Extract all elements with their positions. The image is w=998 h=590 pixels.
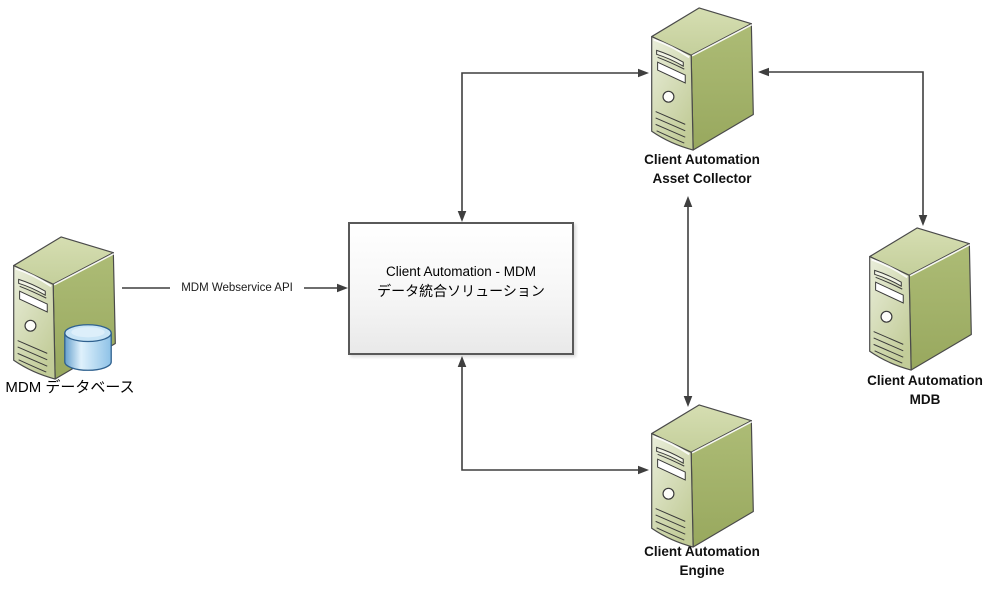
connector-line — [461, 72, 639, 212]
node-label-asset-collector: Client Automation Asset Collector — [612, 151, 792, 188]
label-line: MDB — [909, 391, 941, 407]
node-integration-solution: Client Automation - MDM データ統合ソリューション — [348, 222, 574, 355]
node-label-mdm-database: MDM データベース — [0, 378, 140, 398]
label-line: Client Automation — [644, 544, 760, 559]
arrowhead-down — [683, 396, 693, 407]
label-line: Engine — [679, 562, 725, 578]
arrowhead-down — [918, 215, 928, 226]
node-label-engine: Client Automation Engine — [612, 543, 792, 580]
connector-line — [768, 71, 924, 216]
connector-solution-engine — [457, 356, 649, 475]
arrowhead-right — [337, 283, 348, 293]
connector-line — [461, 366, 639, 471]
solution-title-line1: Client Automation - MDM — [385, 263, 537, 279]
solution-title-line2: データ統合ソリューション — [377, 282, 545, 299]
arrowhead-up — [683, 196, 693, 207]
connector-asset-collector-mdb — [758, 67, 928, 226]
arrowhead-right — [638, 465, 649, 475]
arrowhead-right — [638, 68, 649, 78]
server-icon-mdb — [866, 225, 976, 371]
connector-asset-collector-engine — [683, 196, 693, 407]
edge-label-mdm-webservice-api: MDM Webservice API — [170, 281, 304, 296]
label-line: Asset Collector — [652, 170, 752, 186]
arrowhead-up — [457, 356, 467, 367]
arrowhead-left — [758, 67, 769, 77]
label-line: Client Automation — [644, 152, 760, 167]
server-icon-engine — [648, 402, 758, 548]
node-label-mdb: Client Automation MDB — [835, 372, 998, 409]
arrowhead-down — [457, 211, 467, 222]
node-mdm-database — [6, 234, 136, 384]
server-icon-asset-collector — [648, 5, 758, 151]
label-line: MDM データベース — [5, 379, 135, 396]
connector-solution-asset-collector — [457, 68, 649, 222]
label-line: Client Automation — [867, 373, 983, 388]
database-icon — [62, 321, 114, 375]
